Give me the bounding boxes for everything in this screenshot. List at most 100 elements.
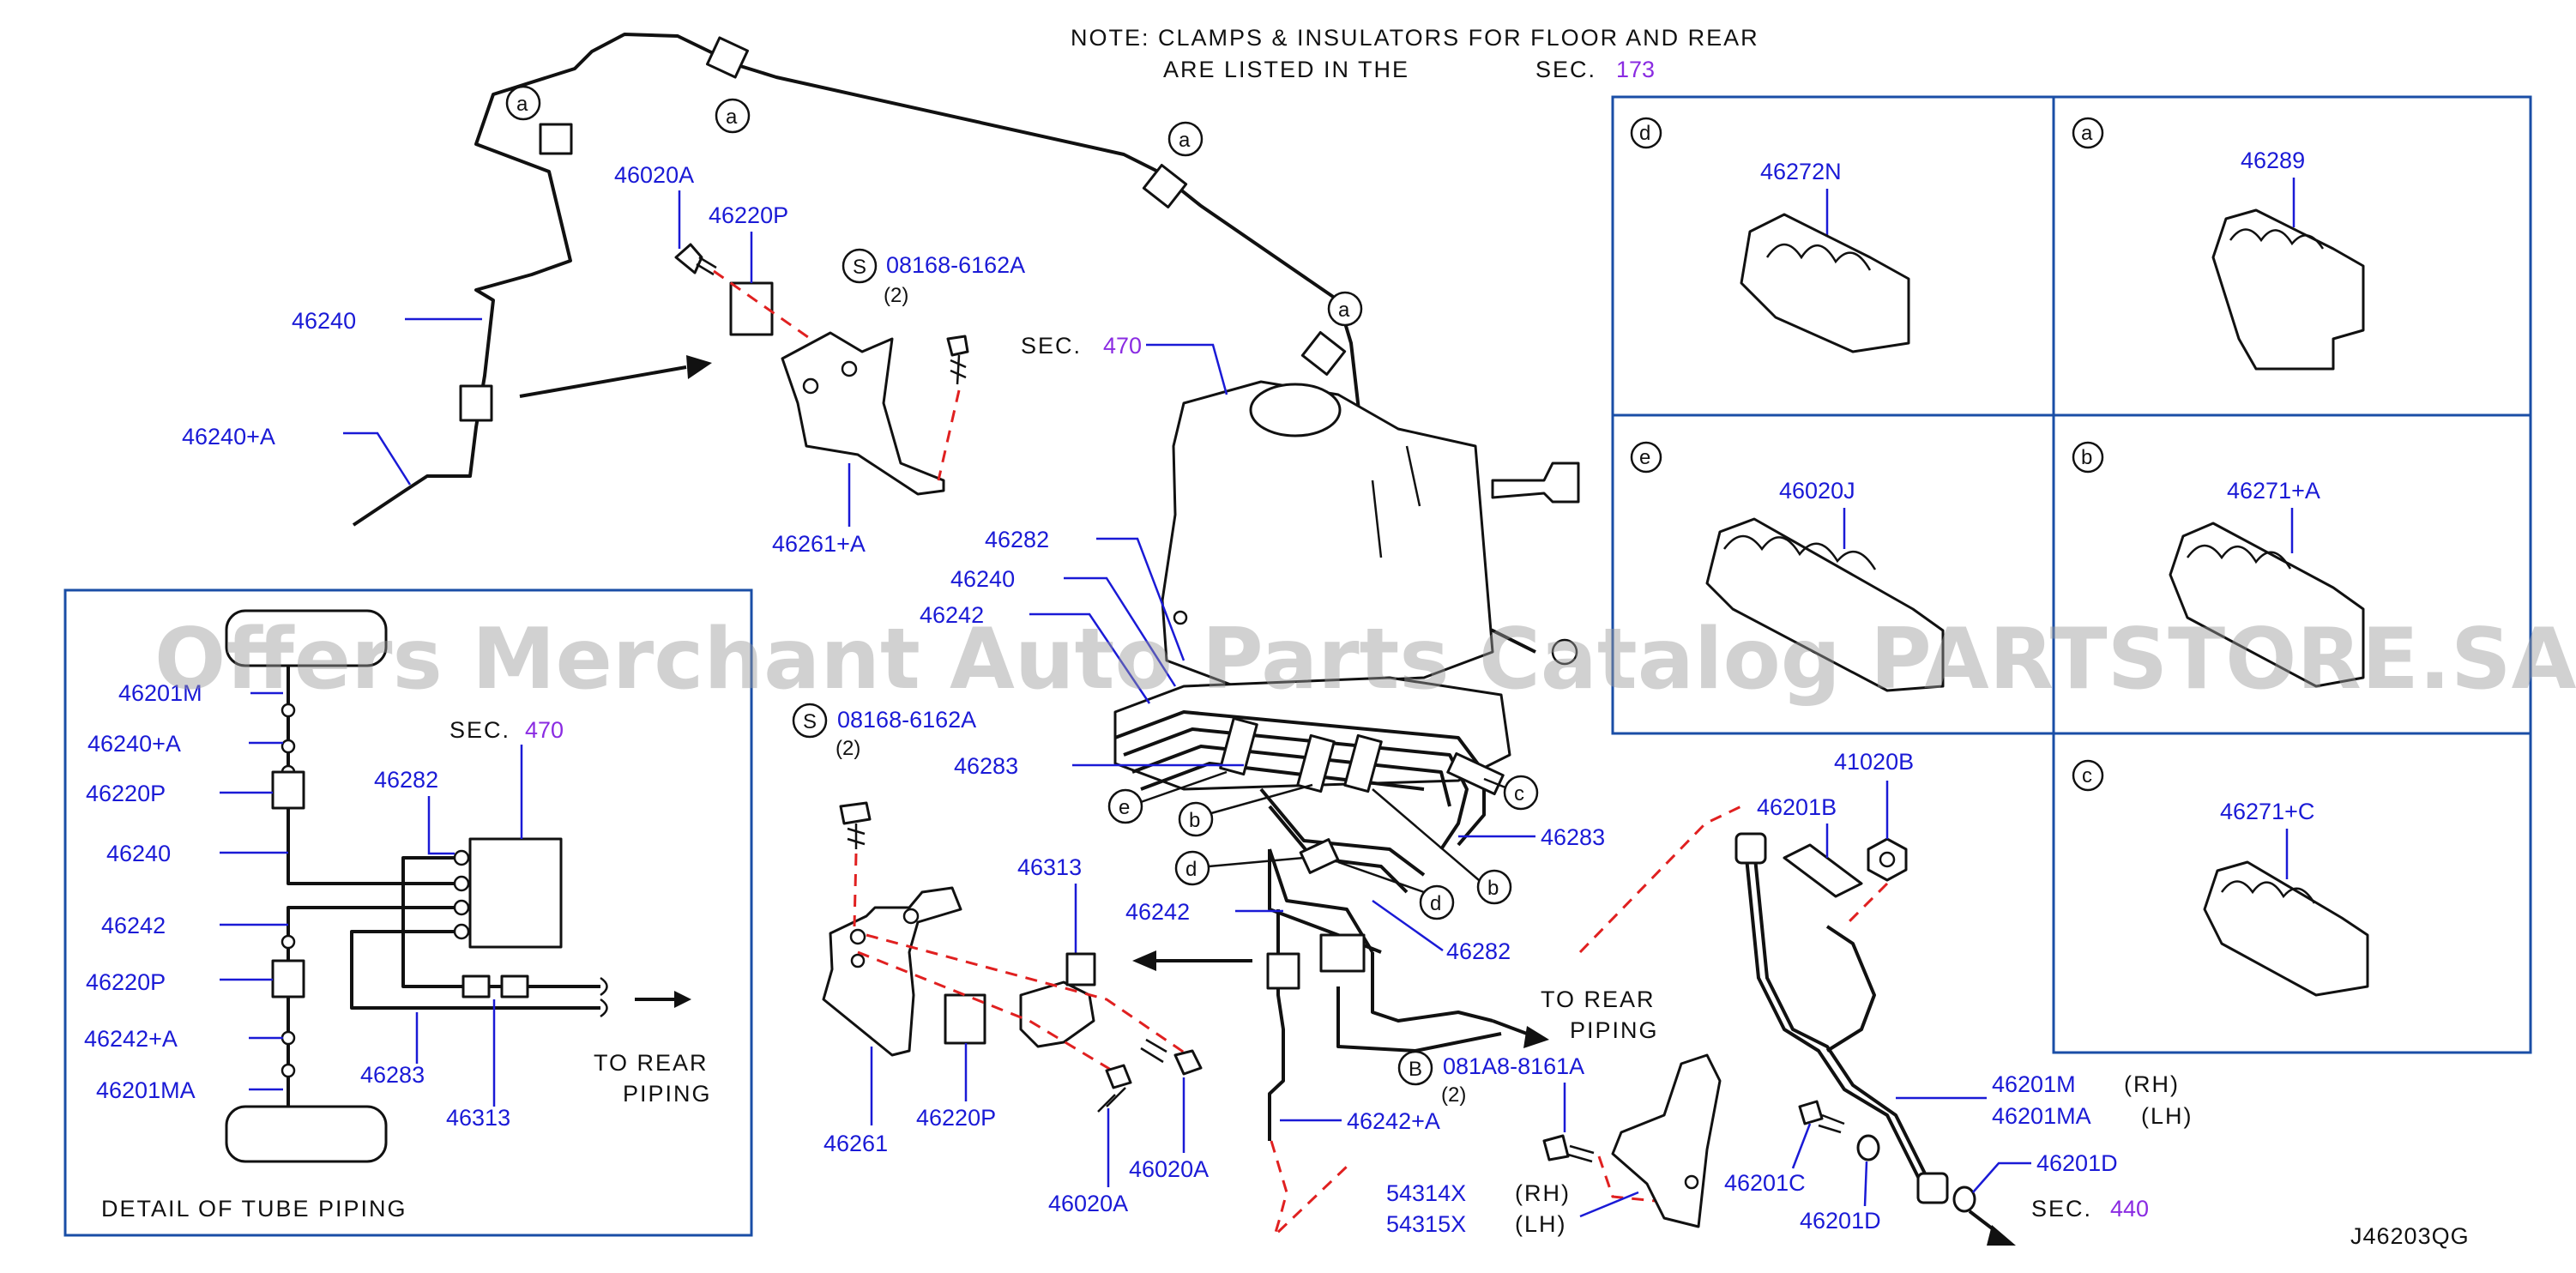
reservoir-cap — [1249, 383, 1342, 437]
label-to-rear-main: TO REAR — [1541, 986, 1656, 1012]
label-54314x-rh: (RH) — [1515, 1180, 1571, 1206]
diagram-code: J46203QG — [2350, 1223, 2470, 1249]
svg-text:d: d — [1430, 892, 1441, 915]
clamp-part-label: 46020J — [1779, 478, 1855, 504]
clamp-panel-e: e 46020J — [1630, 441, 1945, 692]
clamp-panel-a: a 46289 — [2072, 117, 2365, 371]
svg-text:a: a — [2081, 122, 2093, 145]
svg-text:(2): (2) — [884, 284, 908, 307]
clamp-panel-b: b 46271+A — [2072, 441, 2365, 688]
bracket-46261-shape — [822, 886, 962, 1057]
clamp-b-1 — [1219, 716, 1258, 776]
callout-circle-a — [2072, 117, 2104, 149]
callout-circle-c — [2072, 759, 2104, 792]
label-46201d-lower: 46201D — [1800, 1208, 1881, 1234]
detail-fitting-upper — [271, 770, 305, 810]
detail-label-46282: 46282 — [374, 767, 438, 793]
bolt-46020a-lower-1 — [1173, 1049, 1203, 1076]
clip-a-1 — [539, 123, 573, 155]
master-cylinder-unit — [1113, 380, 1580, 791]
detail-frame — [63, 588, 753, 1237]
bolt-46020a-top — [674, 243, 703, 275]
pipe-callouts-a: a a a a — [505, 85, 1363, 327]
detail-tube-piping: 46201M 46240+A 46220P 46240 46242 46220P… — [63, 588, 753, 1237]
svg-text:B: B — [1409, 1058, 1422, 1081]
bracket-46261a-shape — [781, 331, 945, 496]
callout-circle-d — [1630, 117, 1662, 149]
detail-label-46201m: 46201M — [118, 680, 202, 706]
detail-label-46240: 46240 — [106, 841, 171, 866]
svg-text:d: d — [1639, 122, 1650, 145]
label-46201b: 46201B — [1757, 794, 1837, 820]
bracket-46261a-assembly — [674, 243, 969, 496]
detail-sec-label: SEC. — [449, 717, 510, 743]
label-46201c: 46201C — [1724, 1170, 1806, 1196]
insulator-46220p-top — [729, 281, 774, 336]
fitting-46240a — [459, 384, 493, 422]
hose-end-lower — [1916, 1172, 1949, 1204]
clamp-46272n-shape — [1740, 213, 1910, 353]
bracket-46261-assembly — [822, 801, 1203, 1113]
clamp-46020j-shape — [1705, 517, 1945, 692]
label-sec-main: SEC. — [1021, 333, 1082, 359]
label-54314x: 54314X — [1386, 1180, 1466, 1206]
label-46240-mid: 46240 — [950, 566, 1015, 592]
clip-a-2 — [706, 36, 749, 79]
washer-46201d — [1856, 1134, 1880, 1161]
label-46020a-top: 46020A — [614, 162, 694, 188]
note-sec-number: 173 — [1616, 57, 1655, 82]
label-46282-upper: 46282 — [985, 527, 1049, 552]
clamp-46289-shape — [2211, 208, 2365, 371]
label-46220p-top: 46220P — [709, 202, 788, 228]
clip-a-3 — [1142, 164, 1188, 208]
master-cylinder-port-top — [225, 609, 388, 667]
clamp-part-label: 46289 — [2241, 148, 2305, 173]
washer-46201d-2 — [1952, 1186, 1976, 1213]
detail-label-46201ma: 46201MA — [96, 1077, 196, 1103]
main-drawing: a a a a 46020A 46220P — [182, 33, 2193, 1246]
label-46201ma-lh: (LH) — [2141, 1103, 2193, 1129]
svg-text:b: b — [1487, 877, 1499, 900]
detail-label-46283: 46283 — [360, 1062, 425, 1088]
clamp-part-label: 46271+A — [2227, 478, 2320, 504]
label-46283-left: 46283 — [954, 753, 1018, 779]
clamp-panels: d 46272N a 46289 e 46020J b 4 — [1611, 95, 2532, 1054]
detail-actuator-block — [468, 837, 563, 949]
bolt-s-lower — [839, 801, 872, 825]
bracket-54314x — [1611, 1053, 1722, 1228]
svg-text:a: a — [1179, 129, 1191, 152]
svg-text:a: a — [1338, 299, 1350, 322]
label-46261: 46261 — [823, 1131, 888, 1156]
label-sec-440-prefix: SEC. — [2031, 1196, 2092, 1222]
svg-text:S: S — [853, 256, 866, 279]
label-46242a-main: 46242+A — [1347, 1108, 1440, 1134]
label-46020a-lower-1: 46020A — [1048, 1191, 1128, 1216]
label-46240-left: 46240 — [292, 308, 356, 334]
svg-text:b: b — [2081, 446, 2092, 469]
detail-piping: PIPING — [623, 1081, 712, 1107]
bolt-081a8 — [1542, 1134, 1570, 1161]
hose-end-upper — [1734, 832, 1767, 865]
detail-label-46242: 46242 — [101, 913, 166, 938]
label-46201d-upper: 46201D — [2036, 1150, 2118, 1176]
clamp-d — [1299, 838, 1340, 874]
label-46201m: 46201M — [1992, 1071, 2076, 1097]
fitting-lower-a — [1266, 952, 1300, 990]
label-46020a-lower-2: 46020A — [1129, 1156, 1209, 1182]
note-sec-label: SEC. — [1535, 57, 1596, 82]
detail-to-rear: TO REAR — [594, 1050, 709, 1076]
svg-text:S: S — [803, 710, 817, 733]
bundle-callouts: e b c b d d — [1107, 770, 1539, 920]
detail-label-46242a: 46242+A — [84, 1026, 178, 1052]
clamp-panel-c: c 46271+C — [2072, 759, 2369, 997]
bolt-46020a-lower-2 — [1105, 1064, 1132, 1089]
svg-text:e: e — [1119, 796, 1130, 819]
note-line-2: ARE LISTED IN THE — [1163, 57, 1409, 82]
pipe-bundle — [1114, 710, 1505, 954]
insulator-46220p-lower — [944, 993, 986, 1045]
detail-title: DETAIL OF TUBE PIPING — [101, 1196, 407, 1222]
label-41020b: 41020B — [1834, 749, 1914, 775]
bolt-46201c — [1798, 1100, 1824, 1125]
label-46220p-lower: 46220P — [916, 1105, 996, 1131]
detail-label-46220p-lower: 46220P — [86, 969, 166, 995]
